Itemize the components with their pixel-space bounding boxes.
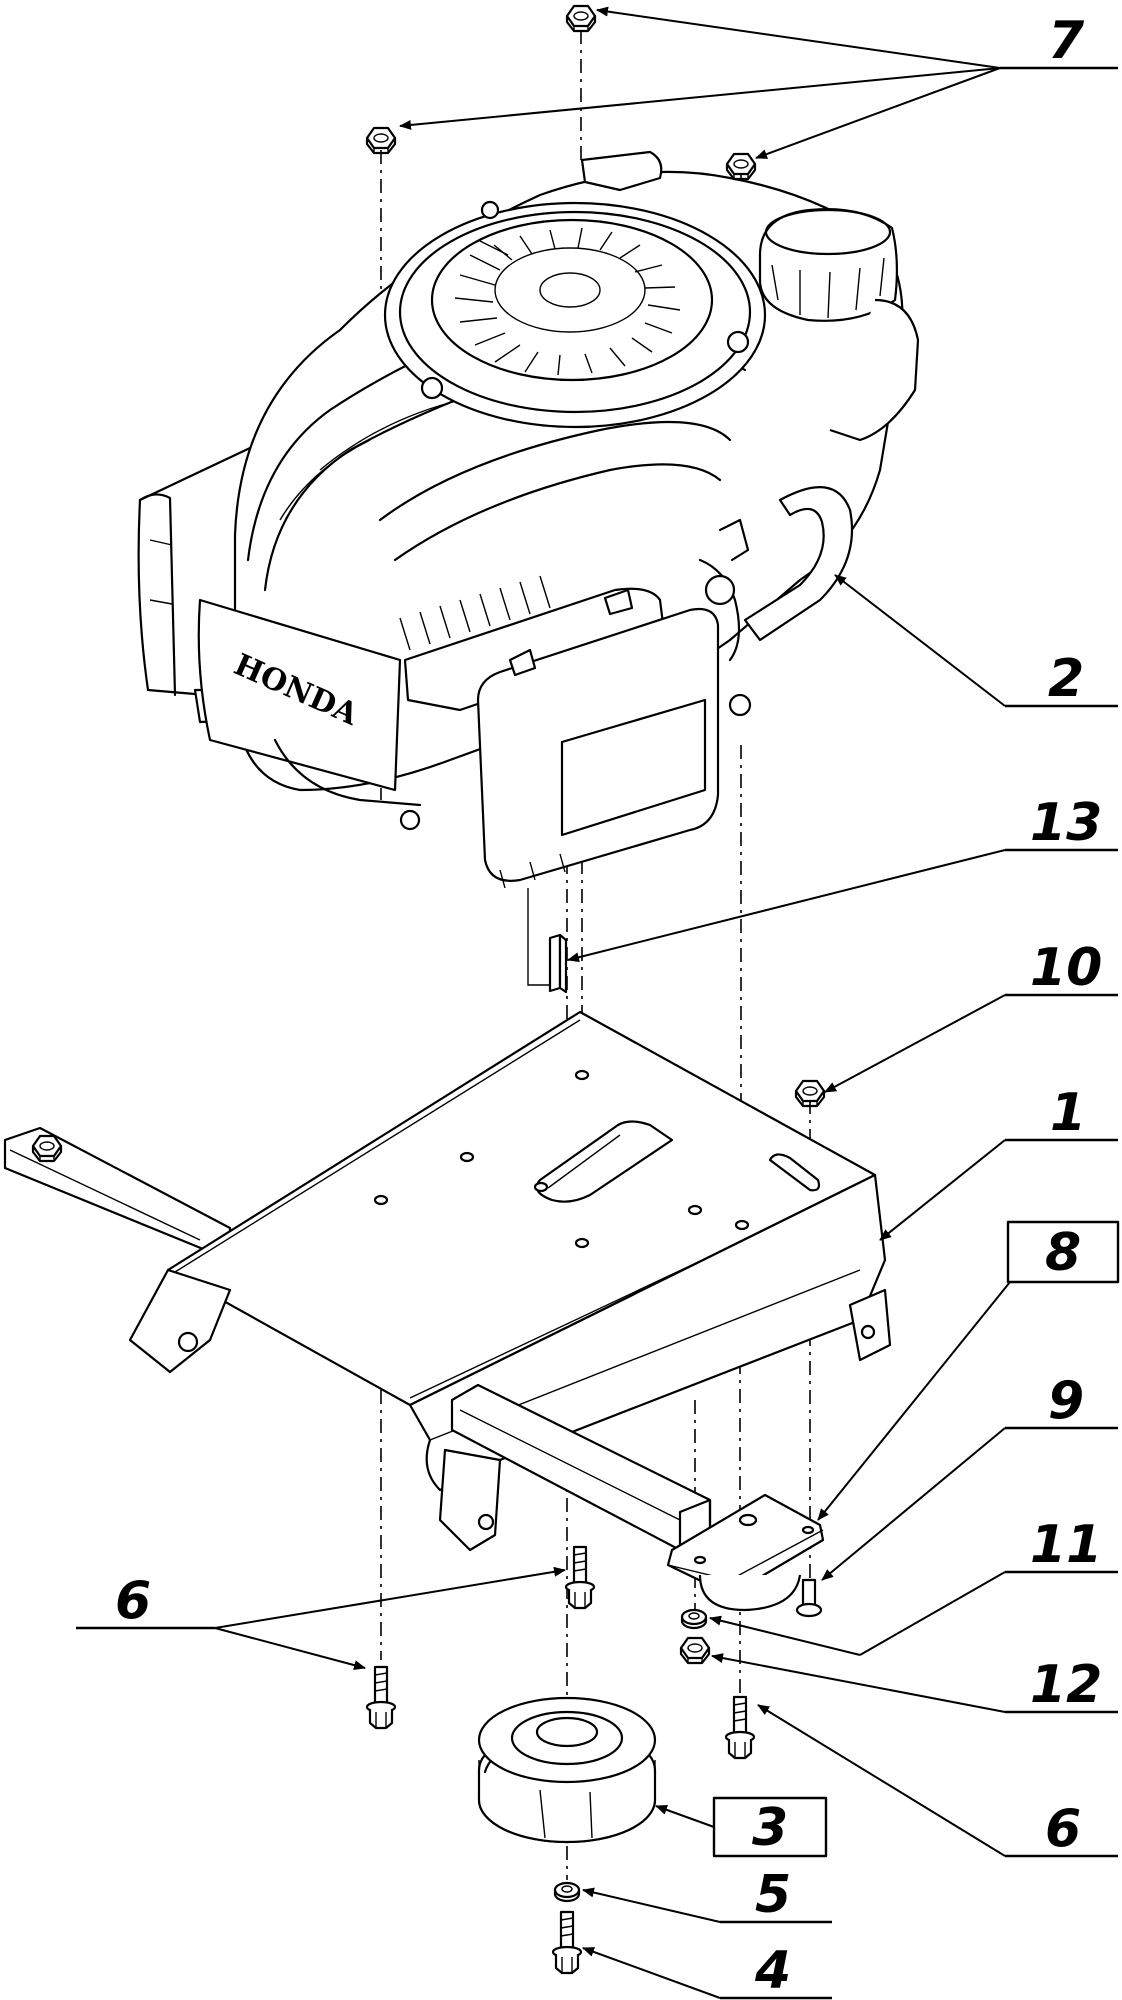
callout-13: 13 <box>1030 793 1102 853</box>
callout-4: 4 <box>754 1941 791 2000</box>
deck-plate <box>3 1010 892 1552</box>
fasteners <box>365 4 826 1975</box>
engine-assembly: HONDA <box>137 150 920 889</box>
nut-left <box>365 126 397 155</box>
washer-5 <box>553 1881 581 1903</box>
washer-11 <box>680 1608 708 1630</box>
nut-12 <box>679 1636 711 1665</box>
callout-12: 12 <box>1030 1655 1102 1715</box>
callout-3: 3 <box>752 1798 788 1858</box>
callout-leaders <box>76 6 1120 2000</box>
bolt-6-center <box>564 1545 596 1610</box>
bolt-6-left <box>365 1665 397 1730</box>
callout-5: 5 <box>755 1865 791 1925</box>
callout-7: 7 <box>1048 11 1085 71</box>
callout-8: 8 <box>1045 1223 1081 1283</box>
callout-6-right: 6 <box>1045 1799 1081 1859</box>
callout-11: 11 <box>1030 1515 1102 1575</box>
nut-top <box>565 4 597 33</box>
callout-1: 1 <box>1050 1083 1086 1143</box>
callout-10: 10 <box>1030 938 1102 998</box>
shaft-key <box>548 933 568 994</box>
bolt-6-right <box>724 1695 756 1760</box>
mount-bracket <box>666 1493 825 1612</box>
callout-2: 2 <box>1048 649 1084 709</box>
bolt-4 <box>551 1910 583 1975</box>
pulley <box>477 1696 657 1844</box>
callout-labels: 7 2 13 10 1 8 9 11 6 12 3 6 5 4 <box>115 11 1102 2000</box>
callout-9: 9 <box>1048 1371 1084 1431</box>
callout-6-left: 6 <box>115 1571 151 1631</box>
